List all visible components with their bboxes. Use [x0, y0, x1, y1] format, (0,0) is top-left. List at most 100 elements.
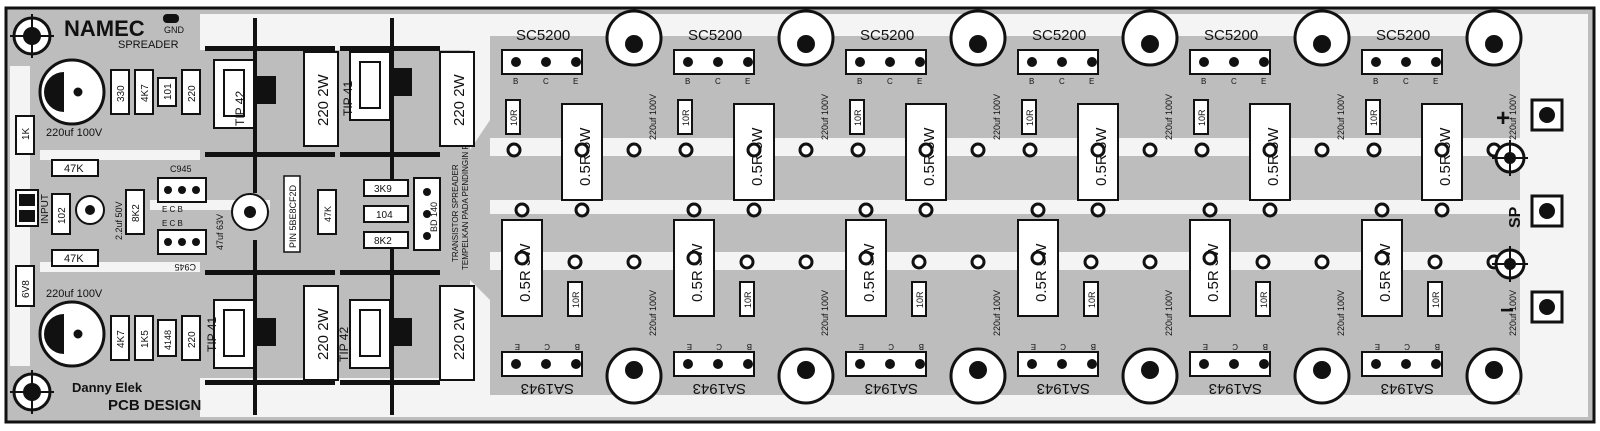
top-transistor-pin-label: B	[857, 77, 862, 86]
pin-label-block: PIN 5BE8CF2D	[283, 175, 301, 253]
terminal-minus[interactable]: −	[1500, 290, 1564, 324]
resistor-4k7-top-label: 4K7	[140, 84, 151, 102]
input-connector[interactable]: INPUT	[15, 189, 51, 227]
bottom-emitter-resistor	[1189, 219, 1231, 317]
resistor-4k7-bottom: 4K7	[110, 315, 130, 361]
bottom-emitter-resistor	[1017, 219, 1059, 317]
top-transistor-pin-label: E	[917, 77, 922, 86]
via-pad	[1022, 142, 1038, 158]
via-pad	[574, 142, 590, 158]
top-base-resistor-label: 10R	[1197, 109, 1207, 126]
heatsink-bar	[205, 380, 335, 385]
bottom-transistor-pin-label: B	[919, 342, 924, 351]
transistor-bd140-label: BD 140	[429, 202, 439, 232]
via-pad	[574, 202, 590, 218]
via-pad	[1255, 254, 1271, 270]
resistor-220-top-label: 220	[187, 85, 198, 102]
resistor-1k5-label: 1K5	[140, 330, 151, 348]
top-transistor-pin-label: E	[1433, 77, 1438, 86]
mounting-hole-bottom-left	[10, 370, 54, 414]
top-cap-pad	[1313, 35, 1331, 53]
via-pad	[1090, 202, 1106, 218]
top-transistor-pad	[915, 57, 925, 67]
bottom-transistor-pin-label: E	[1375, 342, 1380, 351]
top-transistor-pin-label: C	[1059, 77, 1065, 86]
bottom-transistor-pin-label: C	[1060, 342, 1066, 351]
bottom-cap-label: 220uf 100V	[820, 290, 830, 336]
top-transistor-pad	[713, 57, 723, 67]
top-transistor-label: SC5200	[1032, 27, 1086, 44]
bottom-transistor-pin-label: C	[1232, 342, 1238, 351]
capacitor-104: 104	[363, 205, 409, 223]
top-cap-pad	[969, 35, 987, 53]
resistor-3k9-label: 3K9	[374, 184, 392, 195]
terminal-plus[interactable]: +	[1496, 98, 1564, 132]
top-cap-label: 220uf 100V	[1508, 94, 1518, 140]
top-base-resistor	[1021, 99, 1037, 135]
terminal-sp-label: SP	[1507, 206, 1524, 228]
top-base-resistor-label: 10R	[1025, 109, 1035, 126]
spreader-label: SPREADER	[118, 39, 179, 51]
resistor-47k-top-label: 47K	[64, 163, 84, 175]
transistor-c945-bottom: E C B C945	[157, 219, 207, 272]
bottom-transistor-pin-label: E	[515, 342, 520, 351]
via-pad	[1366, 142, 1382, 158]
via-pad	[1314, 142, 1330, 158]
top-transistor-pin-label: B	[1201, 77, 1206, 86]
top-transistor-pin-label: B	[1373, 77, 1378, 86]
instruction-line-1: TRANSISTOR SPREADER	[451, 164, 460, 262]
via-pad	[1030, 202, 1046, 218]
resistor-47k-top: 47K	[51, 159, 99, 177]
via-pad	[850, 142, 866, 158]
transistor-c945-top-pins: E C B	[162, 205, 183, 214]
transistor-c945-top: C945 E C B	[157, 164, 207, 214]
top-transistor-pin-label: B	[513, 77, 518, 86]
top-transistor-label: SC5200	[1204, 27, 1258, 44]
zener-6v8: 6V8	[15, 265, 35, 307]
via-pad	[1427, 254, 1443, 270]
via-pad	[1083, 254, 1099, 270]
bottom-transistor-pad	[915, 359, 925, 369]
tip-top-right-label: TIP 41	[341, 81, 355, 116]
bottom-cap-pad	[1485, 361, 1503, 379]
tip-top-left: TIP 42	[213, 59, 276, 129]
via-pad	[626, 142, 642, 158]
zener-6v8-label: 6V8	[21, 280, 32, 298]
bottom-transistor-pad	[1229, 359, 1239, 369]
bottom-transistor-pad	[743, 359, 753, 369]
resistor-4k7-top: 4K7	[134, 69, 154, 115]
resistor-330-label: 330	[116, 85, 127, 102]
tip-bottom-right-label: TIP 42	[337, 327, 351, 362]
bottom-cap-label: 220uf 100V	[1508, 290, 1518, 336]
bottom-transistor-pin-label: B	[1435, 342, 1440, 351]
bottom-transistor-pin-label: B	[747, 342, 752, 351]
via-pad	[1374, 250, 1390, 266]
resistor-220-bottom: 220	[181, 315, 201, 361]
bottom-transistor-pad	[511, 359, 521, 369]
bottom-base-resistor-label: 10R	[1259, 291, 1269, 308]
via-pad	[970, 142, 986, 158]
resistor-4k7-bottom-label: 4K7	[116, 330, 127, 348]
bottom-transistor-pad	[713, 359, 723, 369]
terminal-plus-label: +	[1496, 105, 1510, 132]
via-pad	[686, 202, 702, 218]
bottom-base-resistor	[1083, 281, 1099, 317]
bottom-transistor-pad	[571, 359, 581, 369]
terminal-sp[interactable]: SP	[1507, 194, 1564, 228]
top-cap-label: 220uf 100V	[648, 94, 658, 140]
top-transistor-pin-label: C	[887, 77, 893, 86]
bottom-transistor-pin-label: C	[1404, 342, 1410, 351]
bottom-transistor-pin-label: B	[1263, 342, 1268, 351]
via-pad	[746, 142, 762, 158]
trace-bottom-rail	[490, 395, 1588, 417]
via-pad	[1142, 254, 1158, 270]
resistor-220-top: 220	[181, 69, 201, 115]
bottom-cap-label: 220uf 100V	[1336, 290, 1346, 336]
via-pad	[1194, 142, 1210, 158]
transistor-c945-bottom-pins: E C B	[162, 219, 183, 228]
capacitor-102: 102	[51, 193, 71, 235]
top-transistor-pad	[1371, 57, 1381, 67]
bottom-base-resistor-label: 10R	[571, 291, 581, 308]
